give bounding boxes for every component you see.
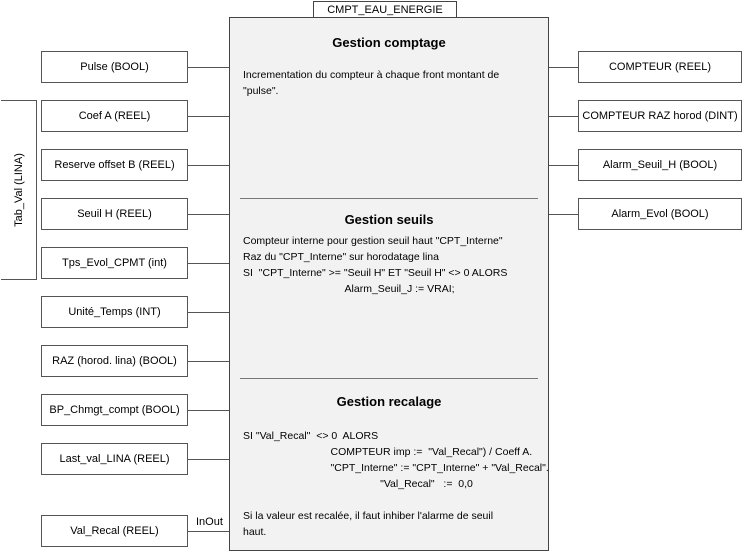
section-comptage-line-1: Incrementation du compteur à chaque fron… — [243, 69, 500, 81]
wire-output-compteur-raz-horod — [549, 116, 578, 117]
wire-input-unite-temps — [188, 312, 229, 313]
section-seuils-line-4: Alarm_Seuil_J := VRAI; — [243, 283, 455, 295]
input-raz-horod-lina[interactable]: RAZ (horod. lina) (BOOL) — [41, 345, 188, 377]
input-unite-temps[interactable]: Unité_Temps (INT) — [41, 296, 188, 328]
wire-input-raz-horod-lina — [188, 361, 229, 362]
section-title-recalage: Gestion recalage — [336, 394, 442, 409]
section-seuils-line-1: Compteur interne pour gestion seuil haut… — [243, 235, 503, 247]
wire-input-coef-a — [188, 116, 229, 117]
section-recalage-line-2: COMPTEUR imp := "Val_Recal") / Coeff A. — [243, 446, 533, 458]
input-last-val-lina[interactable]: Last_val_LINA (REEL) — [41, 443, 188, 475]
tab-val-group-label-wrap: Tab_Val (LINA) — [1, 100, 37, 280]
output-alarm-evol[interactable]: Alarm_Evol (BOOL) — [578, 198, 742, 230]
section-comptage-line-2: "pulse". — [243, 85, 279, 97]
section-separator-2 — [240, 378, 538, 379]
block-name-tab: CMPT_EAU_ENERGIE — [313, 1, 457, 18]
wire-input-bp-chmgt-compt — [188, 410, 229, 411]
section-separator-1 — [240, 198, 538, 199]
section-recalage-line-4: "Val_Recal" := 0,0 — [243, 478, 473, 490]
function-block: Gestion comptage Incrementation du compt… — [229, 17, 549, 551]
wire-output-alarm-evol — [549, 214, 578, 215]
wire-input-val-recal — [188, 531, 229, 532]
output-compteur-raz-horod[interactable]: COMPTEUR RAZ horod (DINT) — [578, 100, 742, 132]
wire-output-alarm-seuil-h — [549, 165, 578, 166]
input-pulse[interactable]: Pulse (BOOL) — [41, 51, 188, 83]
inout-label: InOut — [196, 516, 223, 528]
input-tps-evol-cpmt[interactable]: Tps_Evol_CPMT (int) — [41, 247, 188, 279]
section-recalage-line-1: SI "Val_Recal" <> 0 ALORS — [243, 430, 379, 442]
section-recalage-line-3: "CPT_Interne" := "CPT_Interne" + "Val_Re… — [243, 462, 549, 474]
section-seuils-line-3: SI "CPT_Interne" >= "Seuil H" ET "Seuil … — [243, 267, 508, 279]
section-title-comptage: Gestion comptage — [332, 35, 446, 50]
input-val-recal[interactable]: Val_Recal (REEL) — [41, 515, 188, 547]
output-alarm-seuil-h[interactable]: Alarm_Seuil_H (BOOL) — [578, 149, 742, 181]
wire-input-seuil-h — [188, 214, 229, 215]
tab-val-group-bracket — [1, 100, 37, 280]
section-title-seuils: Gestion seuils — [344, 212, 434, 227]
tab-val-group-label: Tab_Val (LINA) — [13, 153, 25, 227]
wire-output-compteur — [549, 67, 578, 68]
wire-input-reserve-offset-b — [188, 165, 229, 166]
output-compteur[interactable]: COMPTEUR (REEL) — [578, 51, 742, 83]
input-seuil-h[interactable]: Seuil H (REEL) — [41, 198, 188, 230]
input-bp-chmgt-compt[interactable]: BP_Chmgt_compt (BOOL) — [41, 394, 188, 426]
input-coef-a[interactable]: Coef A (REEL) — [41, 100, 188, 132]
input-reserve-offset-b[interactable]: Reserve offset B (REEL) — [41, 149, 188, 181]
wire-input-last-val-lina — [188, 459, 229, 460]
wire-input-tps-evol-cpmt — [188, 263, 229, 264]
section-recalage-line-7: haut. — [243, 526, 267, 538]
section-seuils-line-2: Raz du "CPT_Interne" sur horodatage lina — [243, 251, 439, 263]
wire-input-pulse — [188, 67, 229, 68]
section-recalage-line-6: Si la valeur est recalée, il faut inhibe… — [243, 510, 494, 522]
